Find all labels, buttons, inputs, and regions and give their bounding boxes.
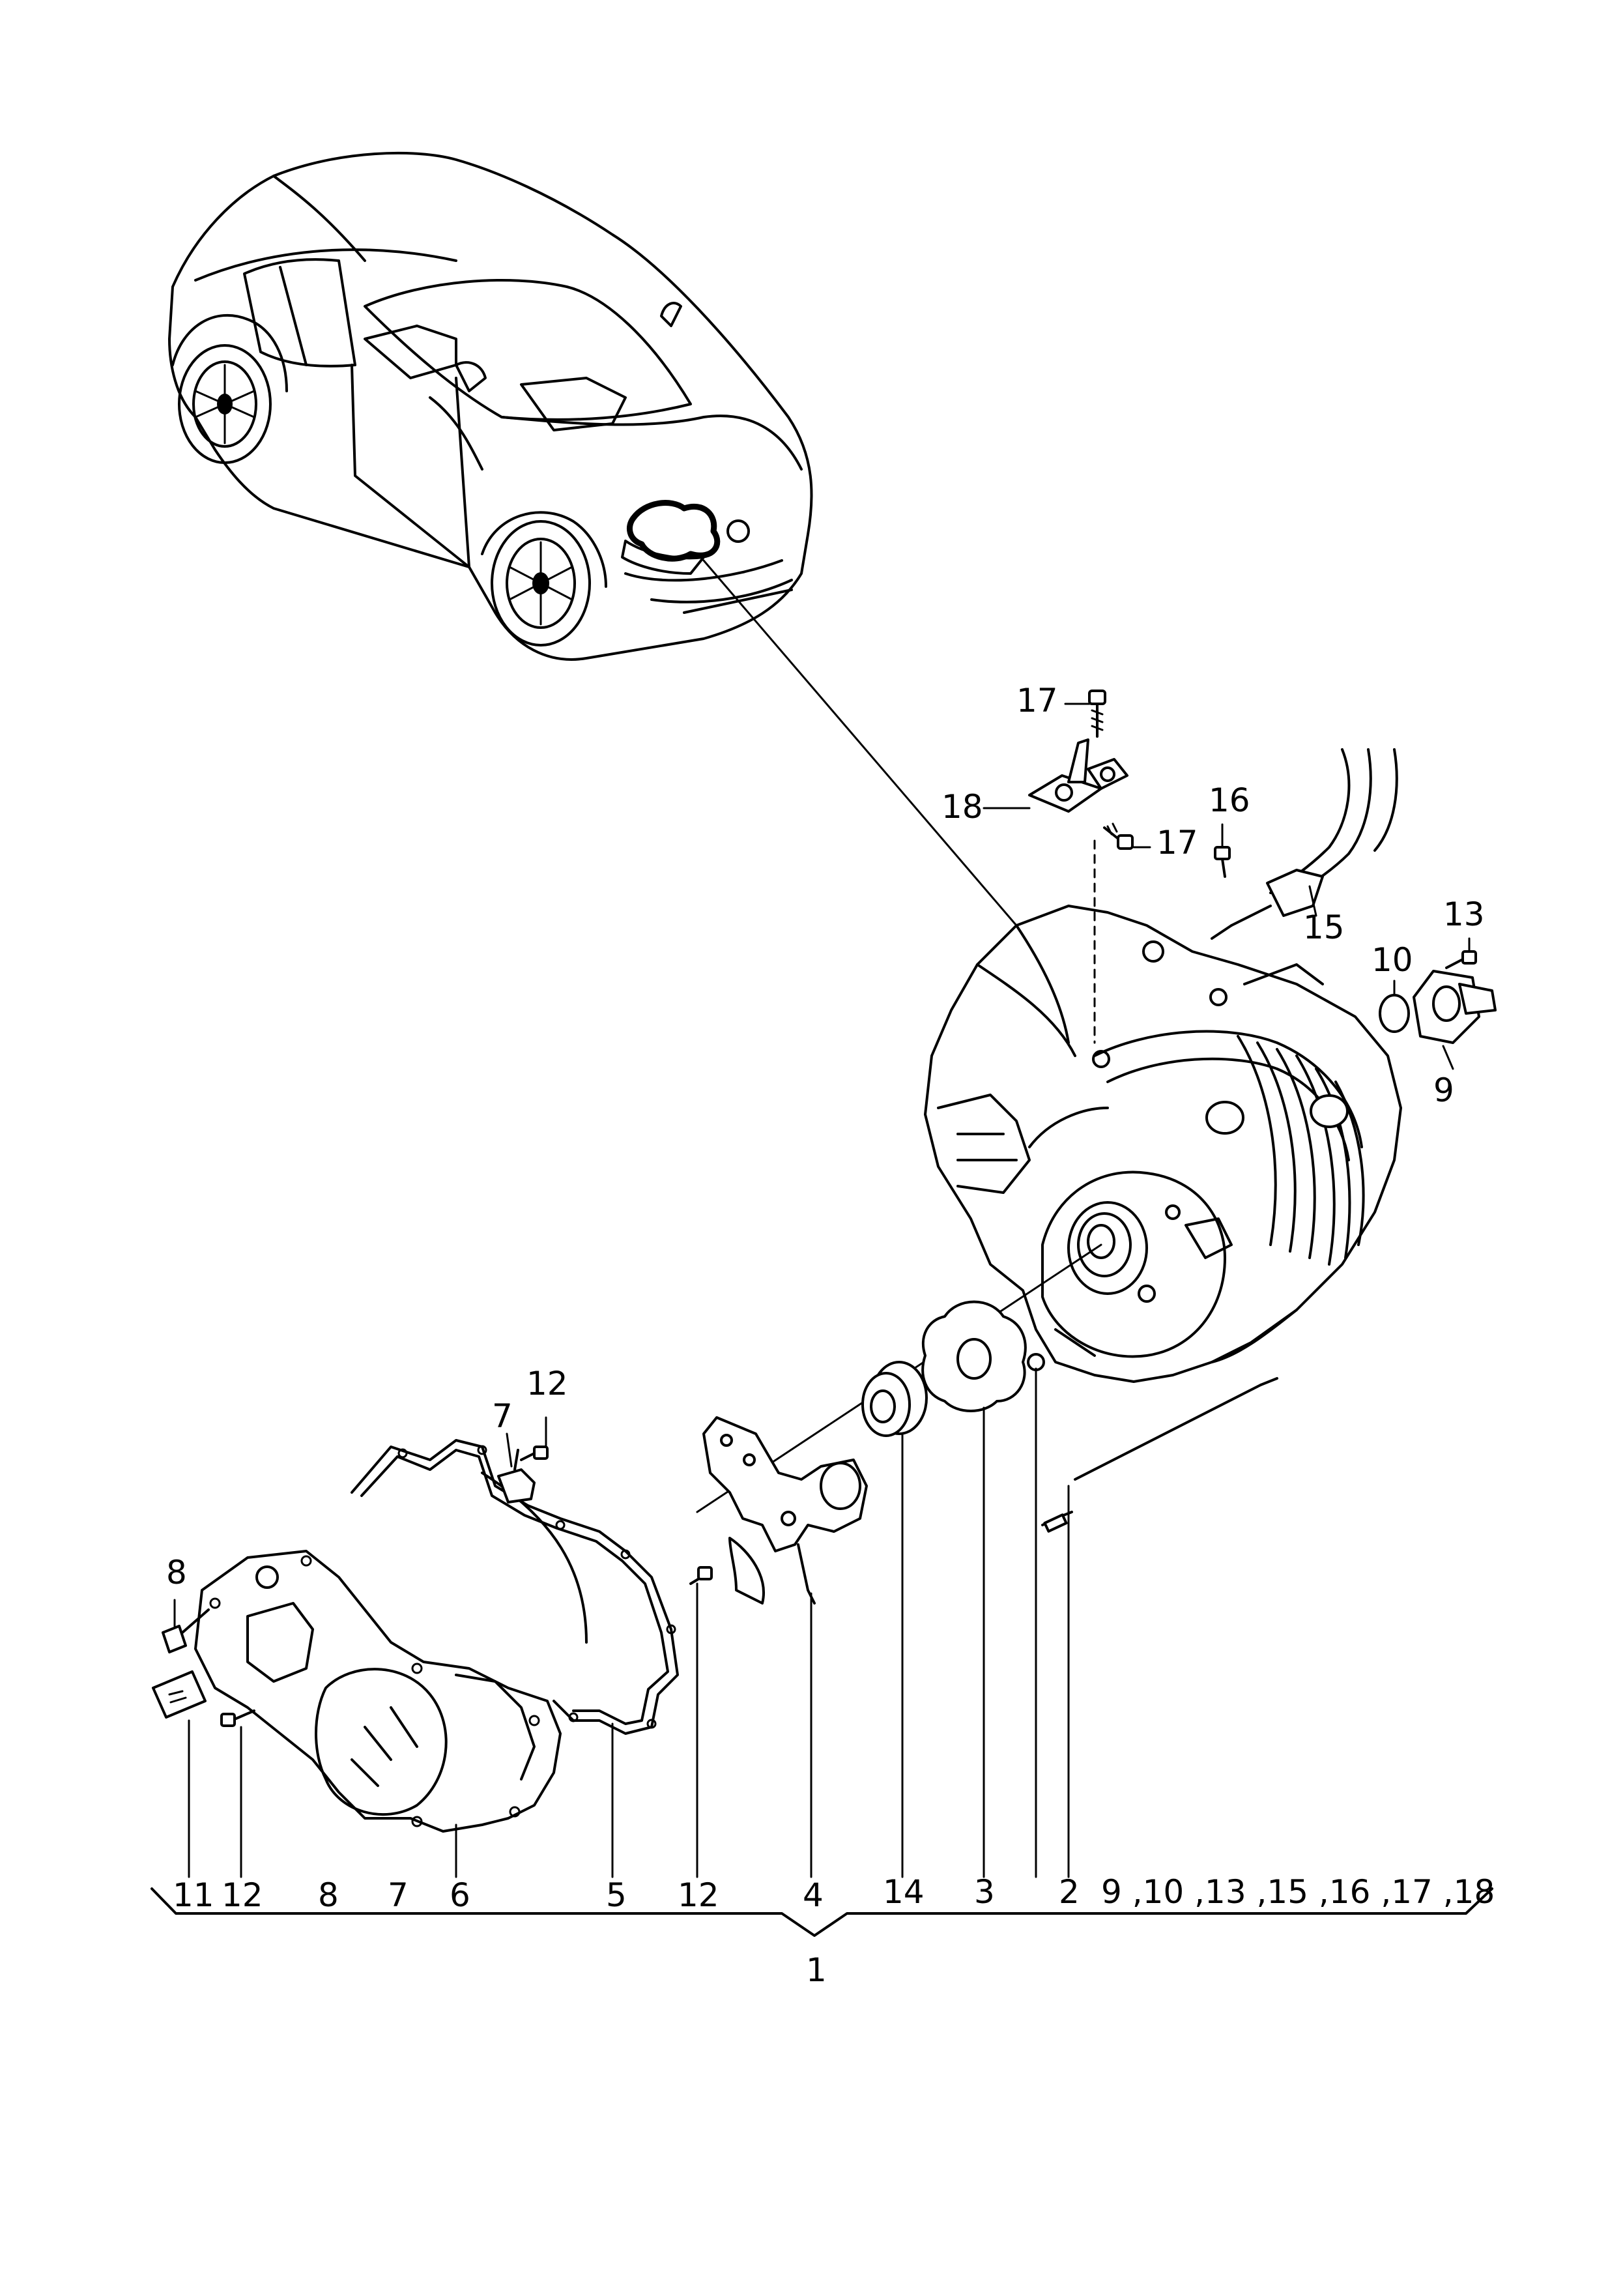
label-14: 14 xyxy=(883,1873,925,1911)
label-11: 11 xyxy=(173,1876,214,1914)
label-8: 8 xyxy=(318,1876,339,1914)
callout-7-top: 7 xyxy=(492,1397,513,1435)
bearing-14 xyxy=(861,1361,928,1437)
rear-wheel xyxy=(178,344,272,464)
bolt-12-left xyxy=(220,1709,255,1727)
location-leader-line xyxy=(702,559,1018,927)
wave-washer-3 xyxy=(921,1300,1027,1412)
callout-18: 18 xyxy=(941,788,983,826)
callout-9: 9 xyxy=(1433,1071,1454,1109)
bracket-18 xyxy=(1028,738,1128,813)
label-2: 2 xyxy=(1059,1873,1080,1911)
vehicle-illustration xyxy=(168,151,813,661)
release-fork-4 xyxy=(702,1416,868,1605)
callout-17-top: 17 xyxy=(1016,682,1058,719)
callout-17-mid: 17 xyxy=(1156,824,1198,862)
callout-labels: 17 18 17 16 15 13 10 9 12 7 8 xyxy=(166,682,1485,1591)
callout-8-left: 8 xyxy=(166,1554,187,1591)
callout-16: 16 xyxy=(1209,781,1250,819)
label-12-b: 12 xyxy=(678,1876,719,1914)
bolt-16 xyxy=(1214,846,1231,878)
bolt-13 xyxy=(1445,950,1477,969)
assembly-label-1: 1 xyxy=(806,1951,827,1989)
housing-cover-6 xyxy=(194,1550,562,1833)
callout-10: 10 xyxy=(1372,941,1413,979)
cable-15 xyxy=(1211,748,1398,940)
group-brace xyxy=(151,1887,1493,1937)
callout-leaders xyxy=(173,703,1471,1627)
label-5: 5 xyxy=(606,1876,627,1914)
callout-12-top: 12 xyxy=(526,1365,568,1402)
label-3: 3 xyxy=(974,1873,995,1911)
label-group: 9 ,10 ,13 ,15 ,16 ,17 ,18 xyxy=(1101,1873,1495,1911)
bottom-leaders xyxy=(188,1367,1070,1878)
sensor-7 xyxy=(497,1449,536,1504)
o-ring-10 xyxy=(1379,994,1410,1033)
plug-8 xyxy=(162,1608,210,1653)
callout-15: 15 xyxy=(1303,908,1345,946)
bolt-17-mid xyxy=(1103,822,1134,850)
highlight-transmission-location xyxy=(626,500,721,562)
bottom-row-labels: 11 12 8 7 6 5 12 4 14 3 2 9 ,10 ,13 ,15 … xyxy=(173,1873,1495,1989)
front-wheel xyxy=(491,520,591,647)
guide-rod-2 xyxy=(1041,1377,1278,1533)
plate-11 xyxy=(152,1670,207,1719)
callout-13: 13 xyxy=(1443,895,1485,933)
label-7: 7 xyxy=(388,1876,409,1914)
bolt-12-top xyxy=(520,1446,549,1461)
transmission-housing xyxy=(924,905,1402,1383)
label-6: 6 xyxy=(450,1876,470,1914)
bolt-17-top xyxy=(1088,690,1106,738)
label-4: 4 xyxy=(803,1876,824,1914)
bolt-12-mid xyxy=(689,1566,713,1585)
flange-9 xyxy=(1413,970,1497,1044)
label-12-a: 12 xyxy=(222,1876,263,1914)
